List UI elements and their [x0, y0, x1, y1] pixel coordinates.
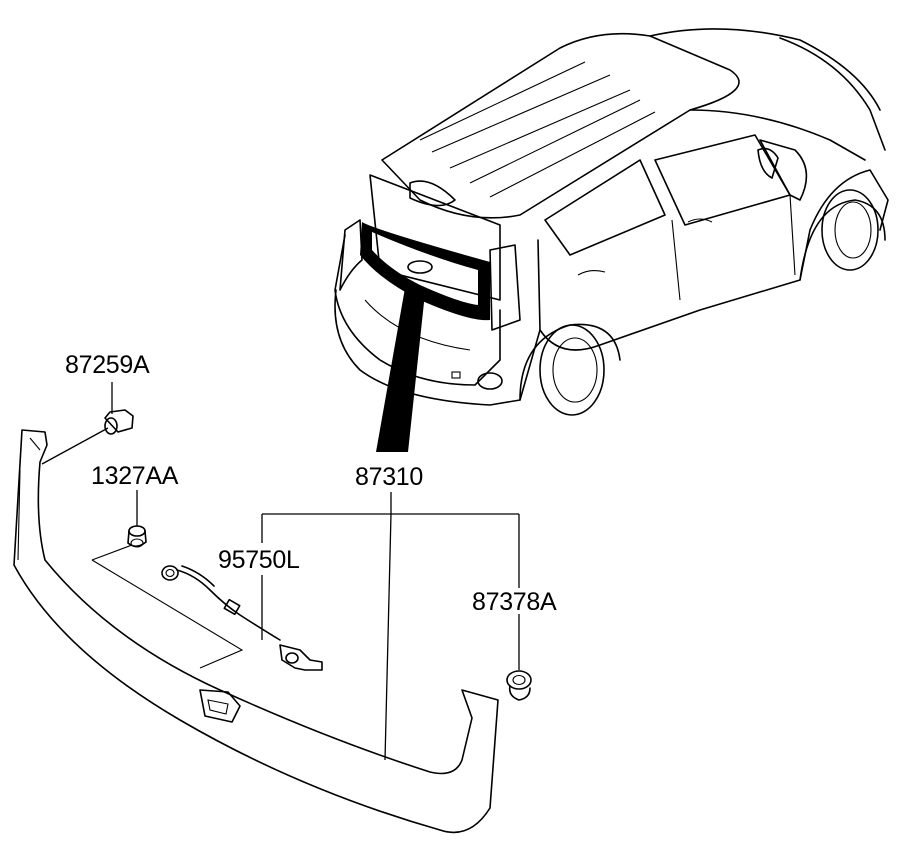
callout-87259A: 87259A [65, 351, 150, 379]
pointer-arrow [376, 288, 425, 452]
part-87259A [41, 382, 134, 465]
part-95750L [161, 565, 323, 671]
callout-bracket-87310 [261, 492, 520, 761]
tailgate-garnish [13, 429, 499, 834]
callout-1327AA: 1327AA [91, 462, 179, 490]
callout-87310: 87310 [355, 463, 424, 491]
callout-87378A: 87378A [472, 588, 557, 616]
part-87378A [506, 614, 532, 701]
part-1327AA [127, 490, 147, 548]
vehicle-illustration [334, 28, 889, 416]
callout-95750L: 95750L [218, 546, 300, 574]
